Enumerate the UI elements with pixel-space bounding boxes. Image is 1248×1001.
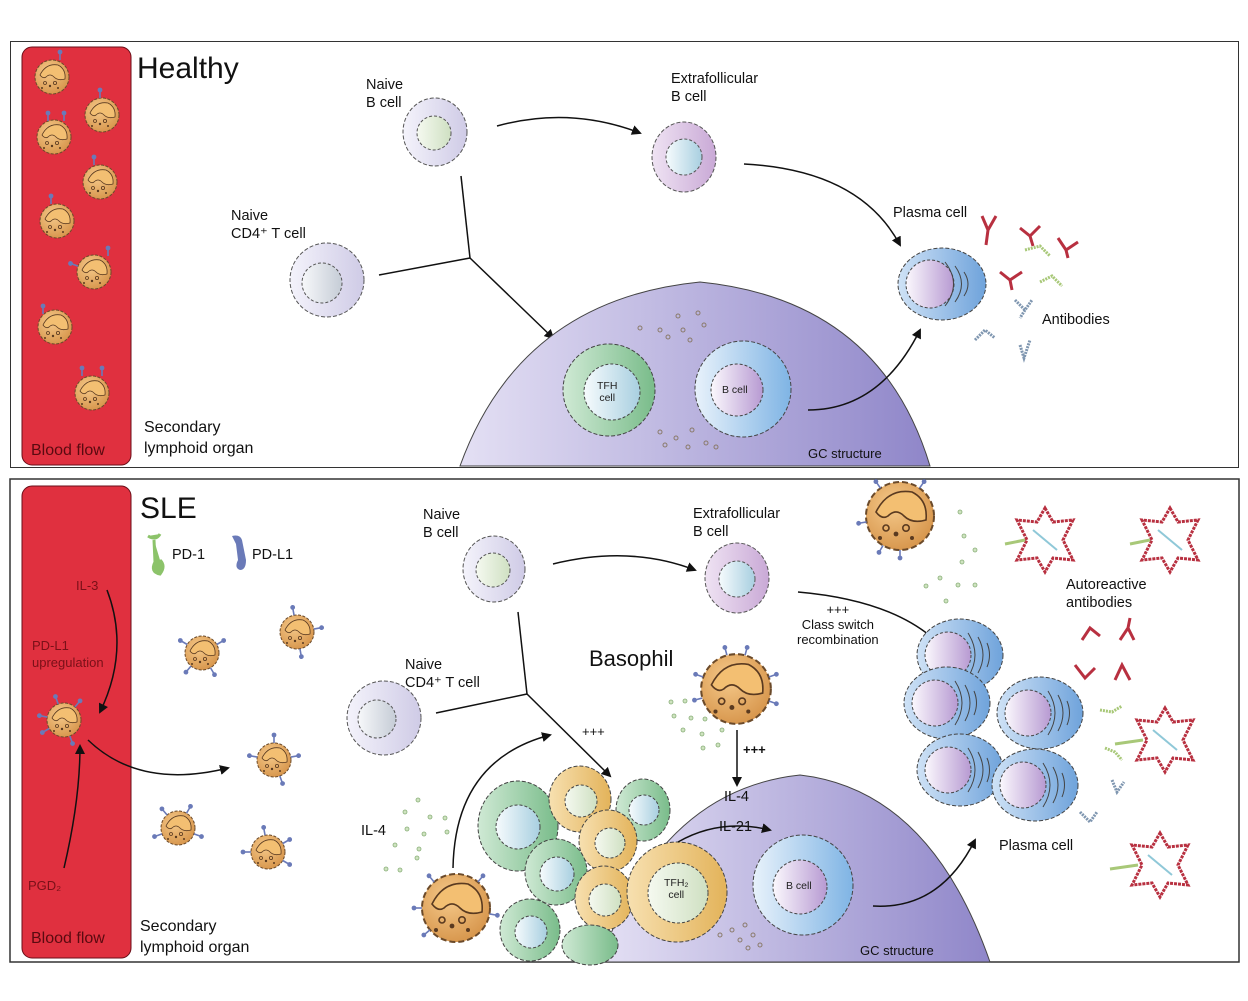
label-naive-b-healthy: Naive B cell bbox=[366, 77, 404, 111]
basophil-top-right bbox=[855, 477, 935, 562]
arrow-to-gc-sle bbox=[526, 693, 612, 778]
b-cell-sle bbox=[752, 834, 854, 936]
label-autoreactive-antibodies: Autoreactive antibodies bbox=[1066, 577, 1147, 611]
tfh-cell-cluster bbox=[477, 765, 671, 966]
panel-title-healthy: Healthy bbox=[137, 52, 239, 85]
label-basophil: Basophil bbox=[589, 646, 674, 671]
organ-label-sle: Secondary lymphoid organ bbox=[140, 918, 250, 956]
arrow-extrafollicular-to-plasma bbox=[743, 163, 901, 247]
label-plasma-cell-healthy: Plasma cell bbox=[893, 205, 968, 221]
cytokine-dots-basophil bbox=[668, 698, 725, 751]
tfh2-cell-sle bbox=[626, 841, 728, 943]
tfh-cell-healthy bbox=[562, 343, 656, 437]
label-antibodies: Antibodies bbox=[1042, 312, 1110, 328]
pd-1-receptor-icon bbox=[147, 533, 165, 576]
arrow-il4-to-t bbox=[452, 732, 552, 869]
arrow-to-gc bbox=[469, 257, 555, 340]
label-il3: IL-3 bbox=[76, 578, 99, 593]
label-il21-gc: IL-21 bbox=[719, 819, 753, 835]
label-tfh2-cell: TFH₂ cell bbox=[664, 877, 689, 901]
cytokine-dots-healthy bbox=[637, 310, 719, 450]
line-t-to-junction-sle bbox=[435, 693, 528, 714]
label-naive-b-sle: Naive B cell bbox=[423, 507, 461, 541]
gc-structure-healthy bbox=[459, 281, 931, 467]
arrow-class-switch bbox=[797, 591, 937, 642]
label-naive-t-healthy: Naive CD4⁺ T cell bbox=[231, 208, 306, 242]
arrow-gc-to-plasma-sle bbox=[872, 838, 976, 907]
label-gc-structure-healthy: GC structure bbox=[808, 446, 882, 461]
antibodies-healthy bbox=[973, 215, 1079, 363]
naive-t-cell-healthy bbox=[289, 242, 365, 318]
basophil-large bbox=[690, 643, 781, 725]
naive-b-cell-healthy bbox=[402, 97, 468, 167]
basophil-il4-source bbox=[410, 871, 501, 943]
arrow-naive-to-extrafollicular-sle bbox=[552, 555, 697, 572]
naive-t-cell-sle bbox=[346, 680, 422, 756]
naive-b-cell-sle bbox=[462, 535, 526, 603]
cytokine-dots-top-right bbox=[923, 509, 978, 604]
legend-label-pd-l1: PD-L1 bbox=[252, 547, 294, 563]
label-il4-gc: IL-4 bbox=[724, 789, 749, 805]
label-plus-tcell: +++ bbox=[582, 724, 605, 739]
arrow-gc-to-plasma bbox=[807, 328, 921, 411]
line-t-to-junction bbox=[378, 257, 471, 276]
cytokine-dots-gc-sle bbox=[717, 922, 763, 951]
arrow-naive-to-extrafollicular bbox=[496, 116, 642, 135]
label-pgd2: PGD₂ bbox=[28, 878, 62, 893]
label-tfh-cell: TFH cell bbox=[597, 380, 618, 404]
label-b-cell-healthy: B cell bbox=[722, 384, 748, 396]
label-plasma-cell-sle: Plasma cell bbox=[999, 838, 1074, 854]
label-extrafollicular-healthy: Extrafollicular B cell bbox=[671, 71, 759, 105]
label-plus-basophil: +++ bbox=[743, 742, 766, 757]
autoreactive-antibody-complexes bbox=[1004, 504, 1201, 901]
b-cell-healthy bbox=[694, 340, 792, 438]
label-b-cell-sle: B cell bbox=[786, 880, 812, 892]
arrow-pgd2 bbox=[63, 744, 85, 869]
pd-l1-ligand-icon bbox=[232, 535, 246, 570]
plasma-cell-healthy bbox=[897, 247, 987, 321]
legend-label-pd-1: PD-1 bbox=[172, 547, 206, 563]
extrafollicular-b-cell-sle bbox=[704, 542, 770, 614]
organ-label-healthy: Secondary lymphoid organ bbox=[144, 419, 254, 457]
label-il4-basophil: IL-4 bbox=[361, 823, 386, 839]
plasma-cell-cluster bbox=[903, 618, 1084, 822]
basophils-tissue-sle bbox=[150, 603, 326, 870]
label-pdl1-upregulation: PD-L1 upregulation bbox=[32, 638, 104, 670]
label-class-switch: +++ Class switch recombination bbox=[797, 602, 879, 647]
cytokine-dots-il4 bbox=[383, 797, 450, 873]
label-extrafollicular-sle: Extrafollicular B cell bbox=[693, 506, 781, 540]
line-b-to-junction-sle bbox=[517, 611, 528, 695]
arrow-il3 bbox=[98, 589, 118, 714]
panel-title-sle: SLE bbox=[140, 492, 197, 525]
label-naive-t-sle: Naive CD4⁺ T cell bbox=[405, 657, 480, 691]
label-gc-structure-sle: GC structure bbox=[860, 943, 934, 958]
blood-flow-label-healthy: Blood flow bbox=[31, 442, 105, 459]
arrow-migration bbox=[87, 739, 230, 776]
extrafollicular-b-cell-healthy bbox=[651, 121, 717, 193]
blood-flow-label-sle: Blood flow bbox=[31, 930, 105, 947]
arrow-il4-il21 bbox=[677, 823, 772, 843]
line-b-to-junction bbox=[460, 175, 471, 259]
